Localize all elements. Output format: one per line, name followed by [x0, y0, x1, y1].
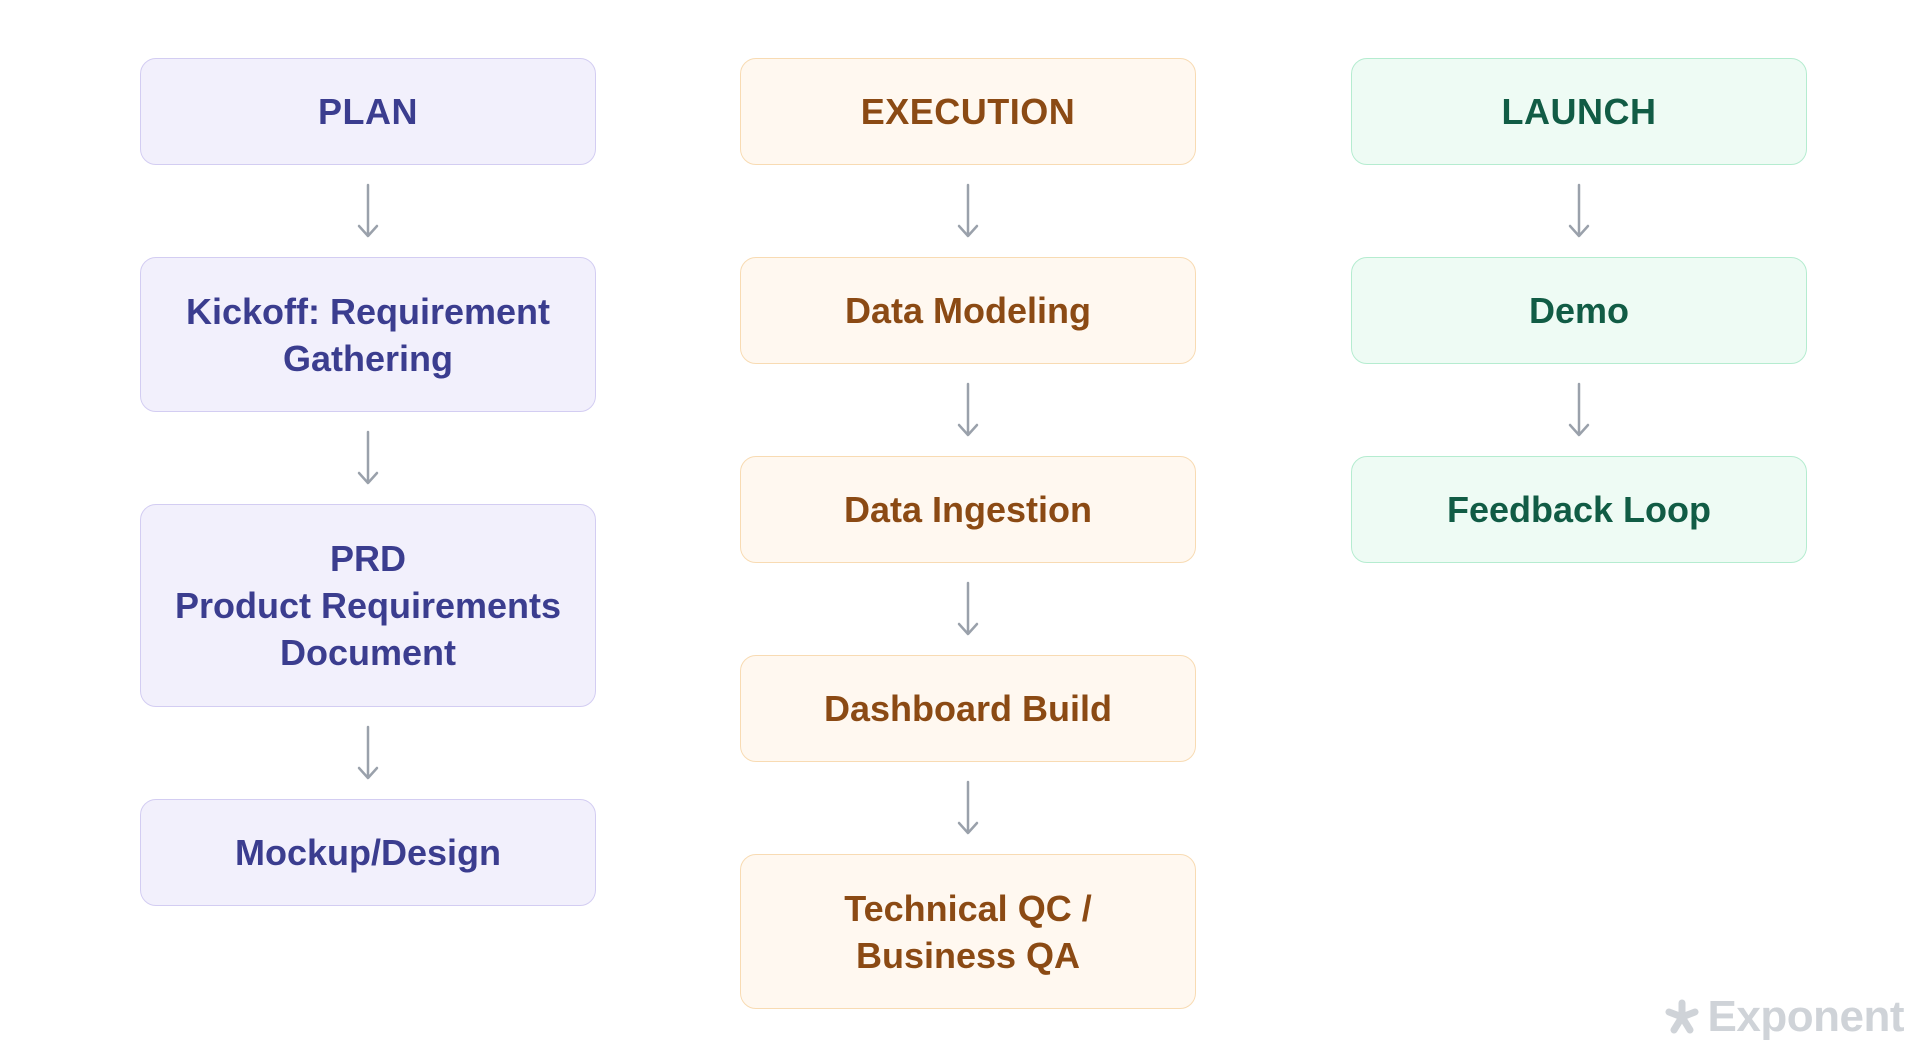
plan-column: PLAN Kickoff: Requirement Gathering PRD … — [140, 58, 596, 906]
step-line: Data Ingestion — [843, 489, 1093, 530]
step-line: Data Modeling — [844, 290, 1091, 331]
plan-header: PLAN — [318, 91, 418, 132]
plan-header-box: PLAN — [140, 58, 596, 165]
step-line: Technical QC / — [844, 887, 1092, 929]
step-line: Gathering — [282, 337, 453, 379]
down-arrow-icon — [353, 707, 383, 799]
execution-column: EXECUTION Data Modeling Data Ingestion D… — [740, 58, 1196, 1009]
down-arrow-icon — [953, 364, 983, 456]
plan-step-mockup: Mockup/Design — [140, 799, 596, 906]
down-arrow-icon — [953, 165, 983, 257]
execution-step-data-ingestion: Data Ingestion — [740, 456, 1196, 563]
plan-step-kickoff: Kickoff: Requirement Gathering — [140, 257, 596, 412]
step-line: Dashboard Build — [823, 688, 1113, 729]
launch-column: LAUNCH Demo Feedback Loop — [1351, 58, 1807, 563]
down-arrow-icon — [1564, 364, 1594, 456]
plan-step-prd: PRD Product Requirements Document — [140, 504, 596, 707]
execution-header-box: EXECUTION — [740, 58, 1196, 165]
step-line: Feedback Loop — [1446, 489, 1712, 530]
step-line: Demo — [1528, 290, 1630, 331]
step-line: Product Requirements — [174, 585, 562, 626]
watermark-text: Exponent — [1707, 992, 1905, 1041]
execution-header: EXECUTION — [860, 91, 1076, 132]
asterisk-logo-icon — [1664, 999, 1700, 1035]
launch-header: LAUNCH — [1501, 91, 1657, 132]
step-line: Kickoff: Requirement — [185, 290, 551, 332]
execution-step-data-modeling: Data Modeling — [740, 257, 1196, 364]
down-arrow-icon — [353, 412, 383, 504]
down-arrow-icon — [953, 762, 983, 854]
down-arrow-icon — [1564, 165, 1594, 257]
step-line: Business QA — [855, 934, 1081, 976]
down-arrow-icon — [353, 165, 383, 257]
launch-step-feedback-loop: Feedback Loop — [1351, 456, 1807, 563]
launch-header-box: LAUNCH — [1351, 58, 1807, 165]
down-arrow-icon — [953, 563, 983, 655]
execution-step-qc-qa: Technical QC / Business QA — [740, 854, 1196, 1009]
launch-step-demo: Demo — [1351, 257, 1807, 364]
step-line: Document — [279, 632, 456, 673]
exponent-watermark: Exponent — [1664, 992, 1905, 1042]
execution-step-dashboard-build: Dashboard Build — [740, 655, 1196, 762]
step-line: Mockup/Design — [234, 832, 502, 873]
step-title: PRD — [329, 538, 406, 579]
